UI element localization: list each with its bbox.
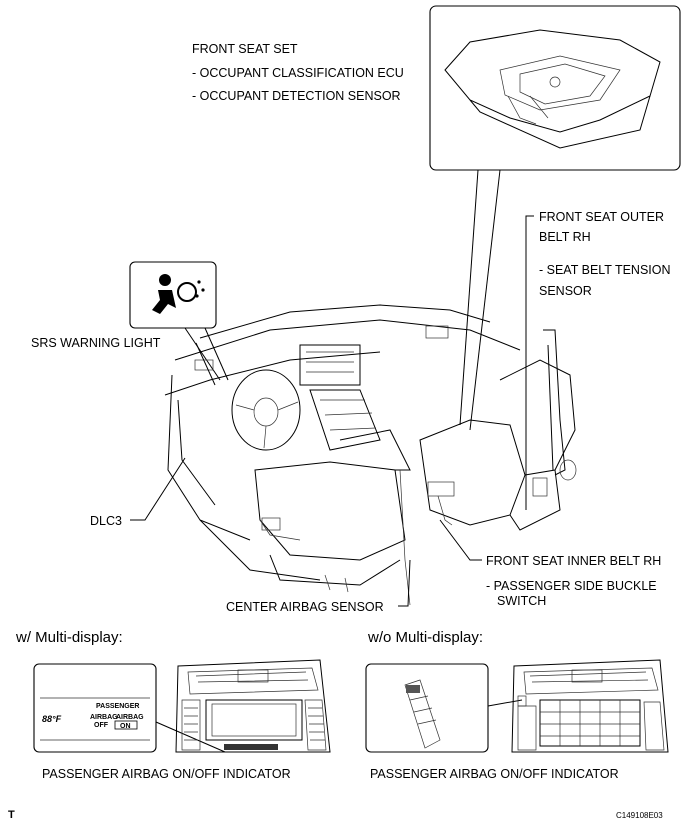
caption-indicator-left: PASSENGER AIRBAG ON/OFF INDICATOR [42, 767, 291, 781]
footer-marker: T [8, 809, 15, 821]
srs-warning-light-callout [129, 261, 229, 381]
without-multidisplay-panel [365, 659, 669, 753]
label-seat-belt-tension-2: SENSOR [539, 284, 592, 298]
label-passenger-buckle-1: - PASSENGER SIDE BUCKLE [486, 579, 657, 593]
front-seat-callout [429, 5, 681, 431]
label-seat-belt-tension-1: - SEAT BELT TENSION [539, 263, 671, 277]
label-passenger-buckle-2: SWITCH [497, 594, 546, 608]
label-front-seat-outer-belt-2: BELT RH [539, 230, 591, 244]
label-srs-warning-light: SRS WARNING LIGHT [31, 336, 161, 350]
caption-indicator-right: PASSENGER AIRBAG ON/OFF INDICATOR [370, 767, 619, 781]
label-dlc3: DLC3 [90, 514, 122, 528]
label-with-multi-display: w/ Multi-display: [15, 629, 123, 646]
leader-lines [130, 215, 534, 607]
airbag-warning-icon [152, 274, 205, 314]
label-front-seat-outer-belt-1: FRONT SEAT OUTER [539, 210, 664, 224]
panel-airbag-on-label: AIRBAG [116, 714, 144, 721]
label-occupant-detection-sensor: - OCCUPANT DETECTION SENSOR [192, 89, 401, 103]
label-front-seat-set: FRONT SEAT SET [192, 42, 298, 56]
panel-on-label: ON [120, 723, 131, 730]
label-without-multi-display: w/o Multi-display: [367, 629, 483, 646]
panel-passenger-label: PASSENGER [96, 703, 139, 710]
figure-code: C149108E03 [616, 811, 663, 820]
vehicle-interior-drawing [164, 304, 577, 606]
label-center-airbag-sensor: CENTER AIRBAG SENSOR [226, 600, 384, 614]
label-occupant-classification-ecu: - OCCUPANT CLASSIFICATION ECU [192, 66, 404, 80]
panel-off-label: OFF [94, 722, 109, 729]
label-front-seat-inner-belt: FRONT SEAT INNER BELT RH [486, 554, 661, 568]
panel-temperature: 88°F [42, 714, 62, 724]
panel-airbag-off-label: AIRBAG [90, 714, 118, 721]
with-multidisplay-panel: 88°F PASSENGER AIRBAG OFF AIRBAG ON [33, 659, 331, 753]
